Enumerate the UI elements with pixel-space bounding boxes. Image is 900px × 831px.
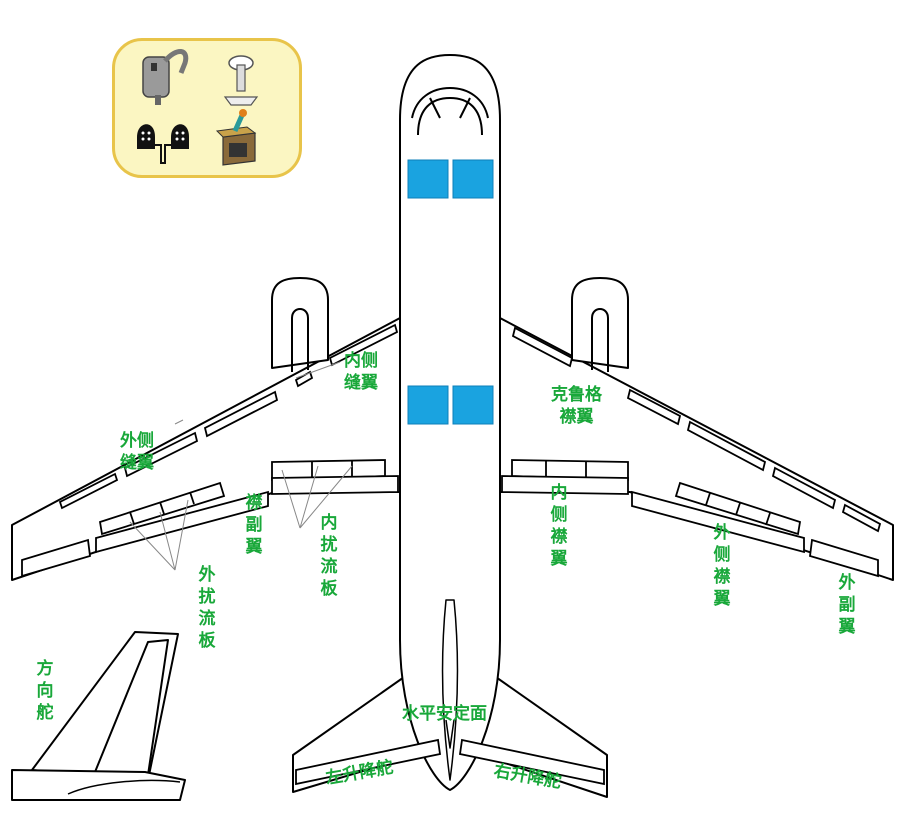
cockpit-panel-right-rear: [452, 385, 494, 425]
cockpit-windshield: [411, 86, 489, 119]
label-outer-aileron: 外副翼: [838, 573, 856, 637]
label-rudder: 方向舵: [36, 659, 54, 723]
left-outer-slat: [203, 390, 279, 438]
cockpit-panel-left-rear: [407, 385, 449, 425]
left-outer-aileron: [21, 538, 91, 578]
left-engine: [271, 277, 329, 369]
right-krueger-flap: [511, 326, 574, 368]
right-outer-aileron: [809, 538, 879, 578]
flap-lever-icon: [215, 109, 257, 166]
left-elevator: [295, 738, 442, 786]
right-elevator: [458, 738, 605, 786]
label-inner-slat: 内侧 缝翼: [344, 351, 378, 393]
label-inner-spoiler: 内扰流板: [320, 513, 338, 599]
cockpit-controls-legend: [112, 38, 302, 178]
right-outer-slat: [686, 420, 767, 472]
right-engine: [571, 277, 629, 369]
label-flaperon: 襟副翼: [245, 493, 263, 557]
label-horizontal-stabilizer: 水平安定面: [402, 704, 487, 724]
control-column-icon: [142, 49, 189, 105]
label-outer-flap: 外侧襟翼: [713, 523, 731, 609]
label-krueger-flap: 克鲁格 襟翼: [551, 385, 602, 427]
label-outer-spoiler: 外扰流板: [198, 565, 216, 651]
label-outer-slat: 外侧 缝翼: [120, 431, 154, 473]
throttle-lever-icon: [223, 55, 259, 106]
rudder-pedals-icon: [137, 124, 189, 164]
cockpit-panel-left-front: [407, 159, 449, 199]
label-inner-flap: 内侧襟翼: [550, 483, 568, 569]
cockpit-panel-right-front: [452, 159, 494, 199]
